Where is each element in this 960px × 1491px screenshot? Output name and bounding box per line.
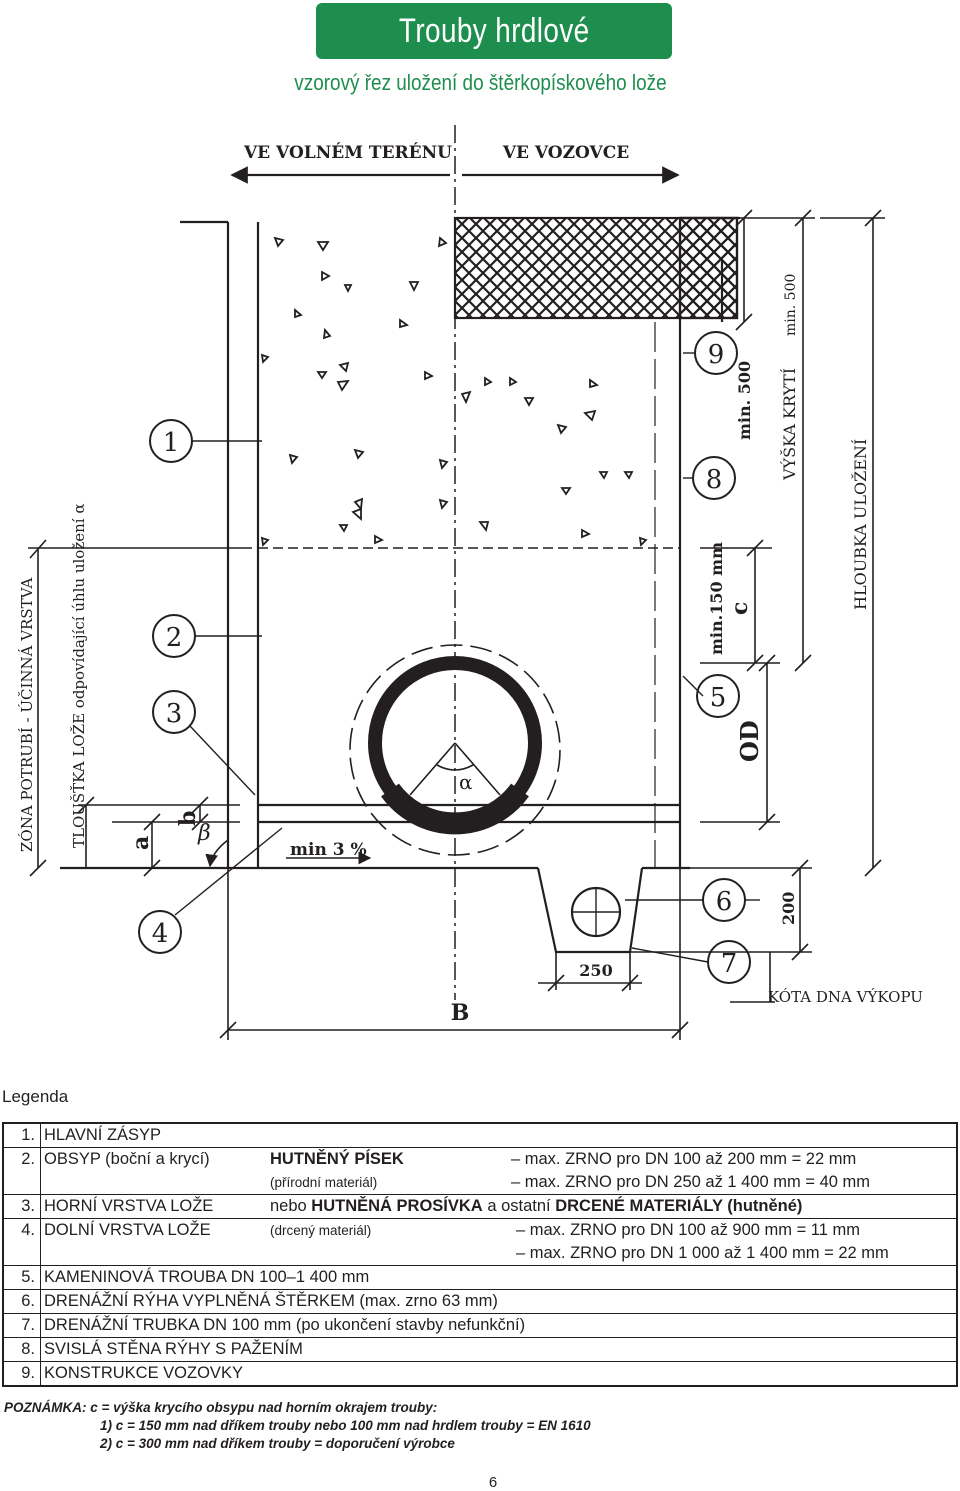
label-vyska-kryti: VÝŠKA KRYTÍ [779, 368, 799, 481]
note-line-3: 2) c = 300 mm nad dříkem trouby = doporu… [100, 1436, 455, 1451]
note-block: POZNÁMKA: c = výška krycího obsypu nad h… [4, 1399, 591, 1453]
svg-text:2: 2 [166, 623, 183, 653]
title-banner: Trouby hrdlové [316, 3, 672, 59]
marker-3: 3 [152, 690, 196, 734]
legend-row-5: 5. KAMENINOVÁ TROUBA DN 100–1 400 mm [3, 1265, 957, 1290]
label-hloubka-ulozeni: HLOUBKA ULOŽENÍ [850, 439, 870, 610]
label-min150: min.150 mm [707, 542, 726, 655]
marker-6: 6 [702, 878, 746, 922]
trench-cross-section-diagram: 1 2 3 4 5 6 7 8 9 [18, 125, 923, 1040]
label-kota-dna: KÓTA DNA VÝKOPU [768, 988, 923, 1006]
page-number: 6 [488, 1474, 498, 1491]
label-ve-vozovce: VE VOZOVCE [502, 143, 629, 163]
label-slope: min 3 % [290, 840, 367, 860]
legend-row-9: 9. KONSTRUKCE VOZOVKY [3, 1361, 957, 1386]
marker-2: 2 [152, 614, 196, 658]
note-line-1: POZNÁMKA: c = výška krycího obsypu nad h… [4, 1400, 438, 1415]
legend-row-4b: – max. ZRNO pro DN 1 000 až 1 400 mm = 2… [3, 1242, 957, 1266]
page-title: Trouby hrdlové [398, 11, 590, 50]
page-subtitle: vzorový řez uložení do štěrkopískového l… [293, 70, 667, 95]
marker-7: 7 [707, 940, 751, 984]
svg-text:4: 4 [152, 919, 169, 949]
marker-8: 8 [692, 456, 736, 500]
label-vyska-kryti-min: min. 500 [783, 274, 799, 336]
marker-1: 1 [149, 419, 193, 463]
legend-row-4: 4. DOLNÍ VRSTVA LOŽE (drcený materiál) –… [3, 1218, 957, 1242]
label-ve-volnem-terenu: VE VOLNÉM TERÉNU [243, 142, 452, 163]
legend-row-2: 2. OBSYP (boční a krycí) HUTNĚNÝ PÍSEK –… [3, 1147, 957, 1171]
label-tloustka-loze: TLOUŠŤKA LOŽE odpovídající úhlu uložení … [70, 504, 88, 848]
label-min500-pavement: min. 500 [735, 361, 754, 440]
label-a: a [128, 836, 154, 850]
svg-text:5: 5 [710, 683, 727, 713]
note-line-2: 1) c = 150 mm nad dříkem trouby nebo 100… [100, 1418, 591, 1433]
legend-row-8: 8. SVISLÁ STĚNA RÝHY S PAŽENÍM [3, 1337, 957, 1362]
svg-text:9: 9 [708, 340, 725, 370]
label-beta: β [197, 821, 211, 846]
backfill-aggregate [260, 236, 648, 547]
svg-text:7: 7 [721, 949, 738, 979]
label-zona-potrubi: ZÓNA POTRUBÍ - ÚČINNÁ VRSTVA [18, 578, 36, 852]
main-pipe [368, 656, 542, 835]
marker-4: 4 [138, 910, 182, 954]
label-b: b [175, 811, 201, 826]
svg-text:6: 6 [716, 887, 733, 917]
label-alpha: α [459, 770, 473, 794]
label-250: 250 [579, 961, 612, 980]
legend-row-1: 1. HLAVNÍ ZÁSYP [3, 1123, 957, 1148]
legend-row-2b: (přírodní materiál) – max. ZRNO pro DN 2… [3, 1171, 957, 1195]
legend-row-3: 3. HORNÍ VRSTVA LOŽE nebo HUTNĚNÁ PROSÍV… [3, 1194, 957, 1219]
marker-9: 9 [694, 331, 738, 375]
svg-text:3: 3 [166, 699, 183, 729]
drain-trench [536, 867, 644, 954]
label-B: B [451, 1000, 470, 1026]
svg-text:8: 8 [706, 465, 723, 495]
label-od: OD [735, 720, 764, 762]
legend-row-6: 6. DRENÁŽNÍ RÝHA VYPLNĚNÁ ŠTĚRKEM (max. … [3, 1289, 957, 1314]
marker-5: 5 [696, 674, 740, 718]
legend-row-7: 7. DRENÁŽNÍ TRUBKA DN 100 mm (po ukončen… [3, 1313, 957, 1338]
legend-title: Legenda [2, 1087, 69, 1106]
label-200: 200 [779, 892, 798, 925]
label-c: c [727, 602, 753, 615]
legend-table: 1. HLAVNÍ ZÁSYP 2. OBSYP (boční a krycí)… [2, 1122, 958, 1387]
svg-text:1: 1 [163, 428, 180, 458]
